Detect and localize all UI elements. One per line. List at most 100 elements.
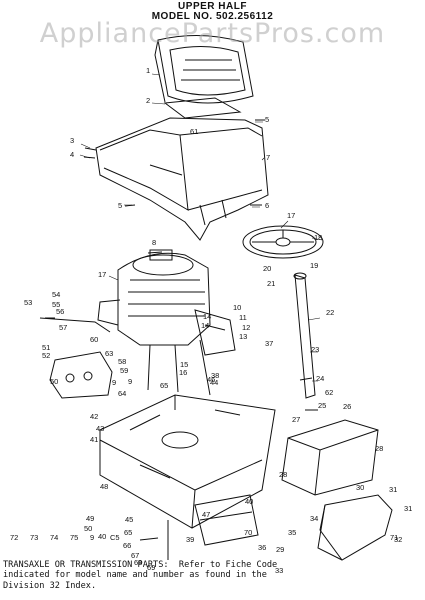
deflector-part [317, 494, 393, 561]
part-callout-20: 20 [263, 264, 271, 273]
part-callout-29: 29 [276, 545, 284, 554]
part-callout-5: 5 [118, 201, 122, 210]
seat-bracket-part [163, 97, 242, 119]
part-callout-19: 19 [310, 261, 318, 270]
part-callout-43: 43 [96, 424, 104, 433]
part-callout-75: 75 [70, 533, 78, 542]
part-callout-28: 28 [375, 444, 383, 453]
part-callout-65: 65 [124, 528, 132, 537]
part-callout-24: 24 [316, 374, 324, 383]
part-callout-44: 44 [210, 378, 218, 387]
part-callout-16: 16 [179, 368, 187, 377]
part-callout-49: 49 [86, 514, 94, 523]
part-callout-67: 67 [131, 551, 139, 560]
part-callout-7: 7 [266, 153, 270, 162]
part-callout-58: 58 [118, 357, 126, 366]
part-callout-66: 66 [123, 541, 131, 550]
part-callout-46: 46 [207, 375, 215, 384]
part-callout-C5: C5 [110, 533, 120, 542]
part-callout-54: 54 [52, 290, 60, 299]
part-callout-55: 55 [52, 300, 60, 309]
part-callout-3: 3 [70, 136, 74, 145]
part-callout-9: 9 [112, 378, 116, 387]
part-callout-8: 8 [152, 238, 156, 247]
part-callout-4: 4 [70, 150, 74, 159]
part-callout-27: 27 [292, 415, 300, 424]
part-callout-41: 41 [90, 435, 98, 444]
part-callout-21: 21 [267, 279, 275, 288]
model-number: MODEL NO. 502.256112 [151, 11, 274, 22]
part-callout-1: 1 [146, 66, 150, 75]
part-callout-64: 64 [118, 389, 126, 398]
part-callout-45: 45 [125, 515, 133, 524]
part-callout-17: 17 [287, 211, 295, 220]
footnote-line-3: Division 32 Index. [3, 580, 97, 591]
part-callout-69: 69 [147, 563, 155, 572]
part-callout-5: 5 [265, 115, 269, 124]
part-callout-61: 61 [190, 127, 198, 136]
part-callout-13: 13 [239, 332, 247, 341]
part-callout-60: 60 [90, 335, 98, 344]
part-callout-65: 65 [160, 381, 168, 390]
part-callout-74: 74 [50, 533, 58, 542]
part-callout-9: 9 [90, 533, 94, 542]
part-callout-10: 10 [233, 303, 241, 312]
part-callout-50: 50 [84, 524, 92, 533]
part-callout-73: 73 [30, 533, 38, 542]
part-callout-37: 37 [265, 339, 273, 348]
part-callout-28: 28 [279, 470, 287, 479]
part-callout-71: 71 [390, 533, 398, 542]
part-callout-63: 63 [105, 349, 113, 358]
fender-part [95, 117, 269, 241]
footnote-line-2: indicated for model name and number as f… [3, 570, 267, 581]
seat-part [154, 35, 254, 104]
part-callout-12: 12 [242, 323, 250, 332]
battery-box-part [281, 419, 379, 496]
part-callout-33: 33 [275, 566, 283, 575]
part-callout-17: 17 [98, 270, 106, 279]
part-callout-2: 2 [146, 96, 150, 105]
part-callout-32: 32 [394, 535, 402, 544]
part-callout-40: 40 [245, 497, 253, 506]
engine-part [97, 249, 211, 346]
part-callout-38: 38 [211, 371, 219, 380]
part-callout-15: 15 [180, 360, 188, 369]
part-callout-53: 53 [24, 298, 32, 307]
part-callout-34: 34 [310, 514, 318, 523]
hardware-parts [45, 119, 318, 560]
part-callout-9: 9 [128, 377, 132, 386]
bracket-part [194, 494, 259, 546]
part-callout-31: 31 [389, 485, 397, 494]
steering-shaft-part [293, 272, 316, 399]
diagram-title: UPPER HALF [178, 1, 247, 12]
part-callout-36: 36 [258, 543, 266, 552]
part-callout-14: 14 [203, 312, 211, 321]
part-callout-22: 22 [326, 308, 334, 317]
leader-lines [79, 73, 323, 382]
part-callout-50: 50 [50, 377, 58, 386]
part-callout-51: 51 [42, 343, 50, 352]
part-callout-70: 70 [244, 528, 252, 537]
carburetor-part [39, 317, 113, 399]
part-callout-18: 18 [314, 233, 322, 242]
part-callout-42: 42 [90, 412, 98, 421]
part-callout-47: 47 [202, 510, 210, 519]
transaxle-footnote: TRANSAXLE OR TRANSMISSION PARTS: Refer t… [3, 560, 423, 591]
part-callout-72: 72 [10, 533, 18, 542]
part-callout-56: 56 [56, 307, 64, 316]
part-callout-62: 62 [325, 388, 333, 397]
steering-wheel-part [242, 225, 324, 259]
part-callout-30: 30 [356, 483, 364, 492]
part-callout-25: 25 [318, 401, 326, 410]
part-callout-14: 14 [201, 321, 209, 330]
part-callout-23: 23 [311, 345, 319, 354]
part-callout-52: 52 [42, 351, 50, 360]
part-callout-35: 35 [288, 528, 296, 537]
part-callout-6: 6 [265, 201, 269, 210]
part-callout-40: 40 [98, 532, 106, 541]
part-callout-57: 57 [59, 323, 67, 332]
linkage-rods [147, 339, 211, 396]
chassis-frame-part [99, 394, 276, 529]
